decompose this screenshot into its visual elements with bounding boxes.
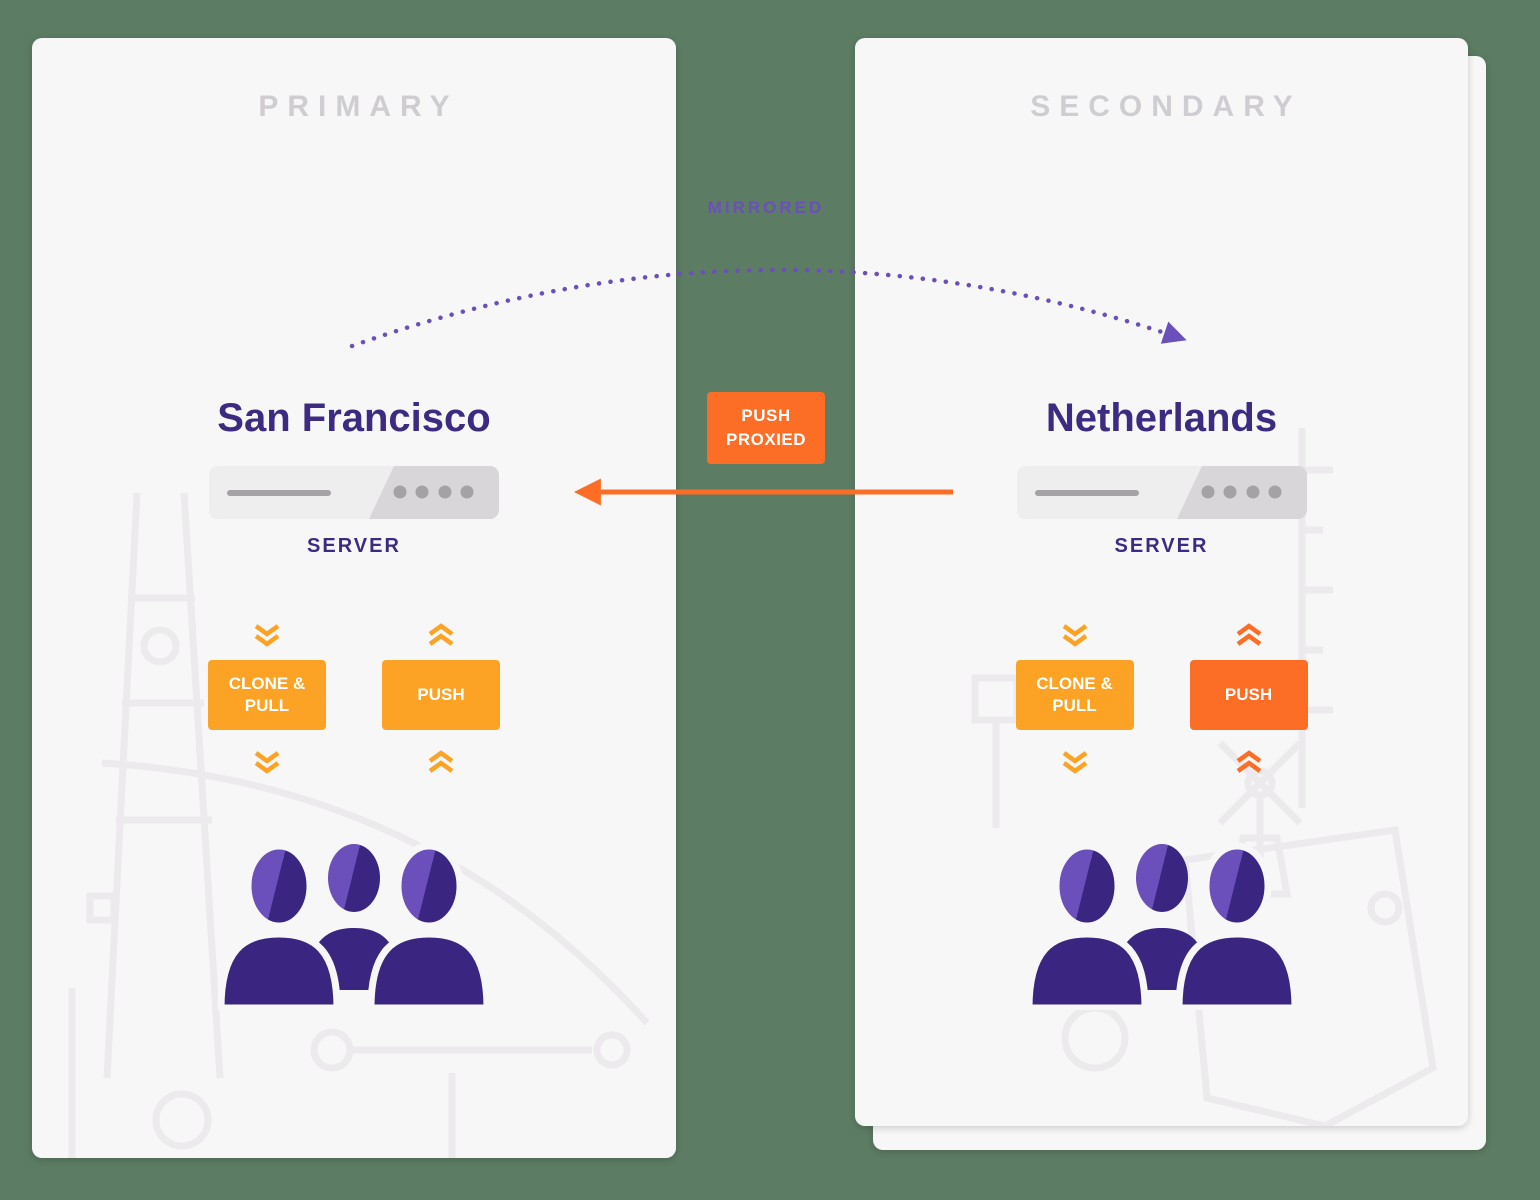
chevron-up-icon <box>426 623 456 647</box>
chevron-down-icon <box>1060 750 1090 774</box>
clone-pull-badge: CLONE & PULL <box>208 660 326 730</box>
chevron-down-icon <box>252 750 282 774</box>
users-icon <box>217 842 491 1010</box>
push-proxied-badge: PUSH PROXIED <box>707 392 825 464</box>
location-name: Netherlands <box>1045 396 1278 440</box>
push-badge: PUSH <box>1189 660 1308 730</box>
chevron-up-icon <box>1234 623 1264 647</box>
push-proxied-line1: PUSH <box>741 406 791 426</box>
server-icon <box>209 466 499 519</box>
clone-pull-badge: CLONE & PULL <box>1015 660 1134 730</box>
location-name: San Francisco <box>217 396 491 440</box>
push-badge: PUSH <box>382 660 500 730</box>
mirrored-label: MIRRORED <box>707 198 825 217</box>
chevron-up-icon <box>426 750 456 774</box>
primary-panel: PRIMARY San Francisco SERVER CLONE & PUL… <box>32 38 676 1158</box>
users-icon <box>1024 842 1299 1010</box>
panel-title: SECONDARY <box>1030 90 1302 123</box>
chevron-down-icon <box>1060 623 1090 647</box>
server-label: SERVER <box>307 535 401 557</box>
push-proxied-line2: PROXIED <box>725 430 807 449</box>
secondary-panel: SECONDARY Netherlands SERVER CLONE & PUL… <box>855 38 1468 1126</box>
server-label: SERVER <box>1114 535 1209 557</box>
chevron-up-icon <box>1234 750 1264 774</box>
panel-title: PRIMARY <box>258 90 459 123</box>
chevron-down-icon <box>252 623 282 647</box>
server-icon <box>1016 466 1307 519</box>
